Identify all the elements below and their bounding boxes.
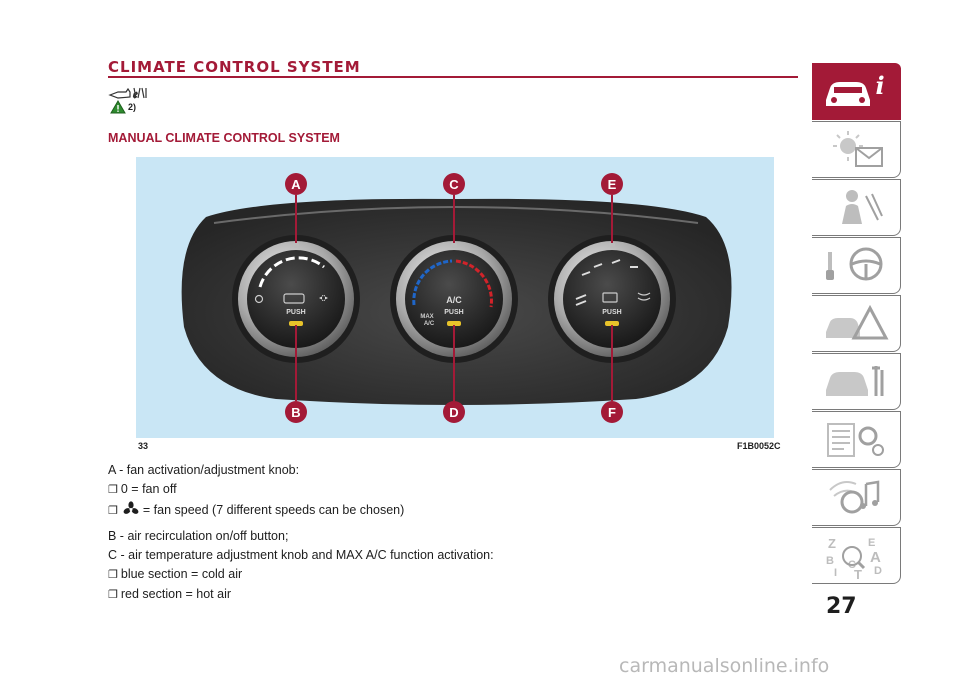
specifications-icon — [827, 423, 884, 457]
climate-panel-figure: PUSH A/C PUSH MAX A/C PUSH — [136, 157, 774, 438]
multimedia-icon — [829, 480, 880, 514]
watermark: carmanualsonline.info — [619, 655, 830, 677]
tab-emergency[interactable] — [812, 295, 901, 352]
svg-text:F: F — [608, 405, 616, 420]
svg-text:T: T — [854, 567, 862, 580]
svg-text:C: C — [449, 177, 459, 192]
climate-panel-illustration: PUSH A/C PUSH MAX A/C PUSH — [181, 173, 732, 423]
item-c: C - air temperature adjustment knob and … — [108, 548, 494, 562]
note-reference: 2) — [128, 102, 137, 112]
svg-text:I: I — [834, 567, 837, 579]
airbag-icon — [842, 190, 883, 224]
svg-text:i: i — [875, 71, 884, 100]
callout-a: A — [285, 173, 307, 195]
item-a: A - fan activation/adjustment knob: — [108, 463, 300, 477]
bullet: ❐ — [108, 505, 118, 517]
push-label-a: PUSH — [286, 309, 305, 316]
section-title: MANUAL CLIMATE CONTROL SYSTEM — [108, 131, 340, 145]
page-title: CLIMATE CONTROL SYSTEM — [108, 58, 361, 76]
svg-text:D: D — [449, 405, 458, 420]
hand-point-icon: ꬲ — [108, 87, 147, 101]
svg-text:B: B — [291, 405, 300, 420]
bullet: ❐ — [108, 589, 118, 601]
title-rule — [108, 76, 798, 78]
bullet: ❐ — [108, 569, 118, 581]
tab-info-car[interactable]: i — [812, 63, 901, 120]
max-label: MAX — [420, 314, 433, 320]
item-b: B - air recirculation on/off button; — [108, 529, 289, 543]
red-text: red section = hot air — [120, 587, 232, 601]
index-icon: Z E A B C I T D — [826, 536, 882, 580]
tab-warning-lights[interactable] — [812, 121, 901, 178]
callout-lines — [295, 195, 613, 401]
blue-item: ❐blue section = cold air — [108, 566, 494, 584]
svg-text:B: B — [826, 555, 834, 567]
callout-b: B — [285, 401, 307, 423]
fan-speed-item: ❐ = fan speed (7 different speeds can be… — [108, 501, 494, 520]
fan-off-item: ❐0 = fan off — [108, 481, 494, 499]
maintenance-icon — [826, 366, 884, 396]
breakdown-icon — [826, 304, 889, 340]
fan-speed-text: = fan speed (7 different speeds can be c… — [142, 503, 405, 517]
tab-multimedia[interactable] — [812, 469, 901, 526]
tab-maintenance[interactable] — [812, 353, 901, 410]
svg-text:D: D — [874, 565, 882, 577]
fan-off-text: 0 = fan off — [120, 482, 177, 496]
svg-text:E: E — [868, 537, 875, 549]
figure-number: 33 — [138, 441, 149, 451]
temperature-knob[interactable]: A/C PUSH MAX A/C — [390, 235, 518, 363]
fan-icon — [123, 501, 139, 514]
red-item: ❐red section = hot air — [108, 586, 494, 604]
warning-light-icon — [833, 131, 883, 167]
bullet: ❐ — [108, 484, 118, 496]
ac-label: A/C — [446, 295, 462, 305]
air-distribution-knob[interactable]: PUSH — [548, 235, 676, 363]
callout-e: E — [601, 173, 623, 195]
page-number: 27 — [826, 594, 857, 619]
svg-text:Z: Z — [828, 536, 836, 551]
figure-code: F1B0052C — [737, 441, 781, 451]
push-label-e: PUSH — [602, 309, 621, 316]
callout-f: F — [601, 401, 623, 423]
callout-d: D — [443, 401, 465, 423]
tab-index[interactable]: Z E A B C I T D — [812, 527, 901, 584]
fan-knob[interactable]: PUSH — [232, 235, 360, 363]
warning-triangle-icon — [110, 100, 126, 114]
tab-safety[interactable] — [812, 179, 901, 236]
body-text: A - fan activation/adjustment knob: ❐0 =… — [108, 462, 494, 606]
callout-c: C — [443, 173, 465, 195]
svg-text:E: E — [608, 177, 617, 192]
tab-specifications[interactable] — [812, 411, 901, 468]
svg-text:A: A — [291, 177, 301, 192]
info-car-icon: i — [826, 71, 885, 106]
blue-text: blue section = cold air — [120, 567, 243, 581]
max-ac-label: A/C — [424, 321, 435, 327]
svg-text:A: A — [870, 549, 881, 566]
steering-wheel-icon — [826, 247, 883, 281]
push-label-c: PUSH — [444, 309, 463, 316]
tab-starting-driving[interactable] — [812, 237, 901, 294]
